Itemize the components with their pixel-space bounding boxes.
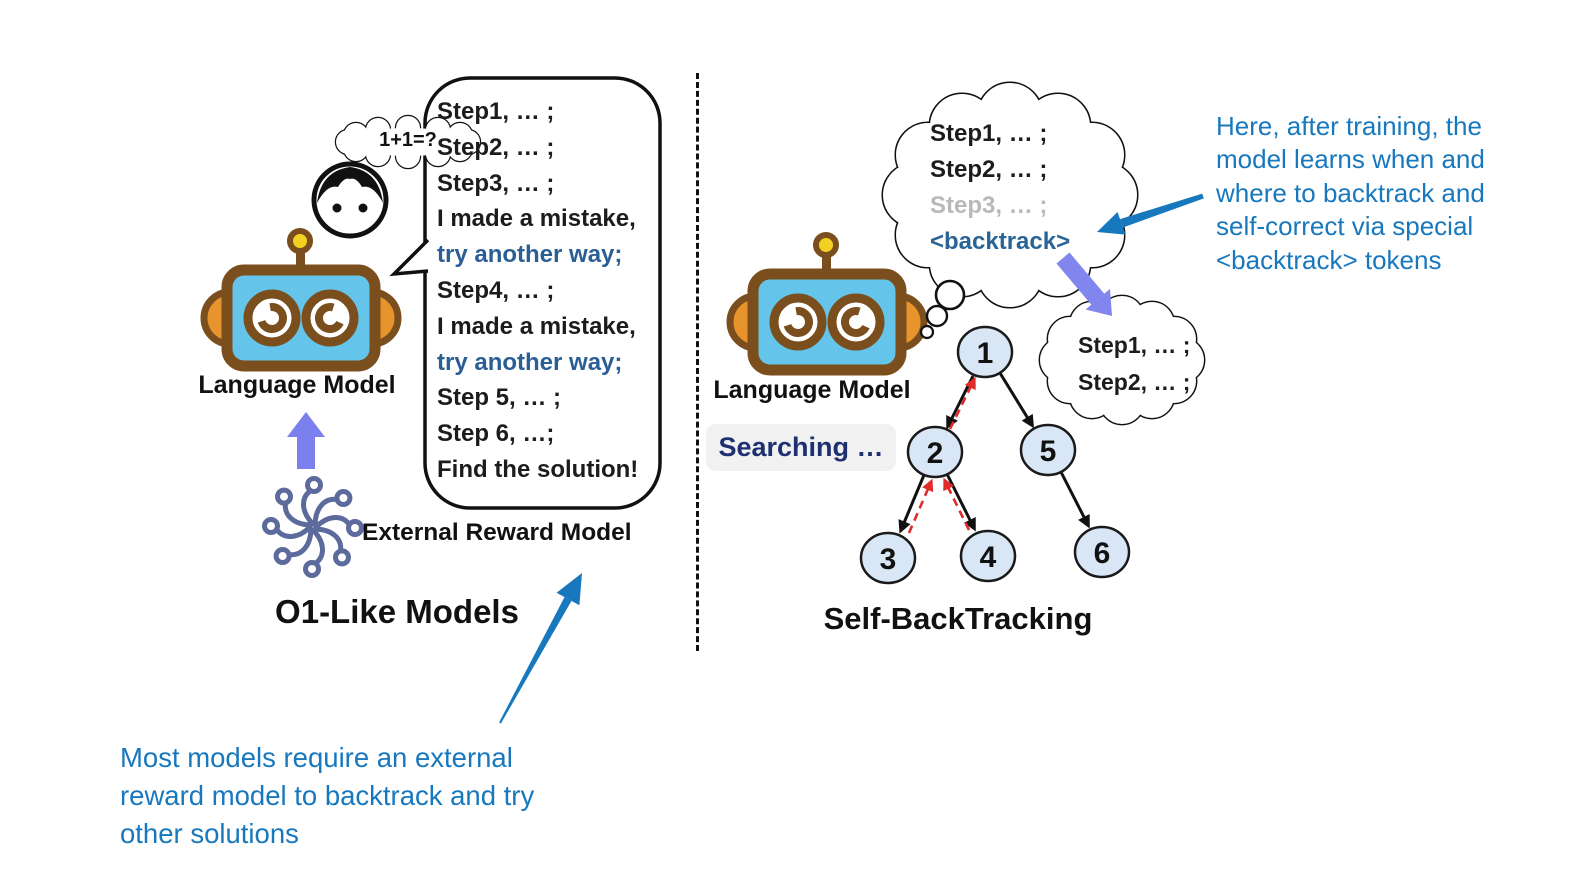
neural-network-icon (262, 476, 364, 578)
right-annotation: Here, after training, the model learns w… (1216, 110, 1546, 277)
cloud-line: Step1, … ; (930, 120, 1048, 147)
person-icon (311, 161, 389, 239)
left-annotation: Most models require an external reward m… (120, 739, 600, 853)
robot-icon-left (204, 231, 398, 366)
tree-node-2 (906, 425, 964, 479)
o1-like-models-title: O1-Like Models (275, 593, 519, 630)
search-tree: 1 2 3 4 5 6 (859, 325, 1131, 585)
tree-node-3-label: 3 (880, 543, 897, 576)
annotation-line: other solutions (120, 818, 299, 849)
annotation-line: where to backtrack and (1216, 177, 1485, 208)
speech-line: Step4, … ; (437, 276, 555, 304)
retry-purple-arrow (1056, 252, 1112, 316)
edge-1-5 (998, 372, 1035, 429)
question-text: 1+1=? (379, 129, 437, 151)
edge-2-4 (945, 473, 976, 532)
speech-line: Find the solution! (437, 455, 639, 483)
tree-node-2-label: 2 (927, 437, 944, 470)
speech-line: Step3, … ; (437, 169, 555, 197)
backtrack-edge-2-1 (948, 376, 976, 430)
annotation-line: self-correct via special (1216, 211, 1474, 242)
speech-line: I made a mistake, (437, 312, 636, 340)
backtrack-pointer-arrow (1097, 193, 1204, 235)
speech-line-emphasis: try another way; (437, 241, 623, 269)
reward-model-arrow (499, 573, 582, 724)
train-up-arrow (287, 412, 325, 469)
cloud-line: Step2, … ; (1078, 369, 1191, 395)
question-bubble (334, 114, 482, 170)
tree-node-6-label: 6 (1094, 537, 1111, 570)
tree-node-5 (1019, 423, 1077, 477)
thought-cloud-text: Step1, … ; Step2, … ; Step3, … ; <backtr… (930, 116, 1130, 260)
tree-node-6 (1073, 525, 1131, 579)
self-backtracking-title: Self-BackTracking (823, 601, 1093, 636)
edge-5-6 (1059, 471, 1090, 529)
speech-bubble (389, 76, 662, 510)
backtrack-edge-4-2 (943, 477, 971, 531)
speech-line: Step1, … ; (437, 98, 555, 125)
annotation-line: reward model to backtrack and try (120, 780, 535, 811)
speech-line: Step2, … ; (437, 133, 555, 161)
external-reward-model-label: External Reward Model (362, 519, 632, 546)
speech-line: I made a mistake, (437, 205, 636, 233)
speech-line: Step 6, …; (437, 420, 555, 448)
panel-divider (696, 73, 699, 651)
backtrack-edge-3-2 (907, 478, 934, 534)
annotation-line: Here, after training, the (1216, 111, 1482, 141)
tree-node-5-label: 5 (1040, 435, 1057, 468)
annotation-line: Most models require an external (120, 742, 513, 773)
backtrack-token: <backtrack> (930, 228, 1071, 255)
tree-node-4 (959, 529, 1017, 583)
tree-node-1 (956, 325, 1014, 379)
cloud-line: Step1, … ; (1078, 332, 1191, 358)
retry-cloud-text: Step1, … ; Step2, … ; (1078, 327, 1238, 401)
edge-2-3 (898, 474, 926, 534)
searching-badge: Searching … (706, 424, 896, 471)
cloud-line-muted: Step3, … ; (930, 192, 1048, 219)
cloud-line: Step2, … ; (930, 156, 1048, 183)
thought-cloud (881, 81, 1139, 340)
tree-node-4-label: 4 (980, 541, 997, 574)
speech-line: Step 5, … ; (437, 384, 562, 412)
tree-node-1-label: 1 (977, 337, 994, 370)
tree-node-3 (859, 531, 917, 585)
annotation-line: <backtrack> tokens (1216, 244, 1442, 275)
language-model-label-left: Language Model (198, 371, 396, 399)
annotation-line: model learns when and (1216, 144, 1485, 175)
speech-line-emphasis: try another way; (437, 348, 623, 376)
language-model-label-right: Language Model (713, 376, 911, 404)
robot-icon-right (730, 235, 924, 370)
speech-bubble-text: Step1, … ; Step2, … ; Step3, … ; I made … (437, 94, 652, 488)
